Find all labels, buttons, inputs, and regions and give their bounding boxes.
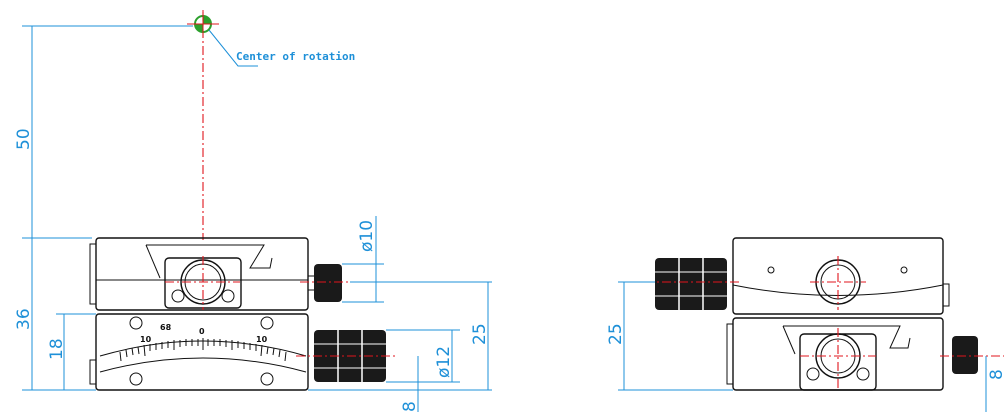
- far-right-knob: [952, 336, 978, 374]
- rotation-center-marker: [187, 10, 219, 38]
- lower-screw-br: [260, 372, 274, 386]
- right-lower-side-plate: [726, 323, 734, 385]
- lower-screw-tr: [260, 316, 274, 330]
- upper-side-knob: [314, 264, 342, 302]
- screw-left: [171, 289, 185, 303]
- lower-screw-bl: [129, 372, 143, 386]
- right-side-knob: [655, 258, 727, 310]
- scale-ticks: [119, 338, 287, 362]
- lower-stage-body: [95, 313, 309, 391]
- dim-label-dia12: ø12: [434, 346, 454, 378]
- upper-stage-body: [95, 237, 309, 311]
- scale-mark: 68: [160, 323, 172, 332]
- right-upper-body: [732, 237, 944, 315]
- right-hole-right: [900, 266, 908, 274]
- right-screw-right: [856, 367, 870, 381]
- left-view: 10 0 10 68 Center of rotation 50: [14, 10, 492, 412]
- dim-label-25-left: 25: [470, 323, 490, 345]
- scale-arc-bottom: [99, 357, 307, 373]
- right-dovetail: [783, 325, 911, 349]
- dim-label-36: 36: [14, 308, 34, 330]
- dim-label-25-right: 25: [606, 323, 626, 345]
- scale-label-right: 10: [256, 335, 268, 344]
- dim-label-dia10: ø10: [357, 220, 377, 252]
- screw-right: [221, 289, 235, 303]
- scale-label-left: 10: [140, 335, 152, 344]
- right-hole-left: [767, 266, 775, 274]
- dim-label-50: 50: [14, 128, 34, 150]
- upper-side-plate: [89, 243, 97, 305]
- lower-side-plate: [89, 359, 97, 385]
- dim-label-8-left: 8: [400, 401, 420, 412]
- lower-screw-tl: [129, 316, 143, 330]
- right-view: 25 8: [606, 237, 1004, 412]
- upper-dovetail: [146, 244, 273, 269]
- dim-label-8-right: 8: [987, 369, 1004, 380]
- upper-dovetail-left: [145, 244, 161, 279]
- scale-label-center: 0: [199, 327, 205, 336]
- right-screw-left: [806, 367, 820, 381]
- dim-label-18: 18: [47, 338, 67, 360]
- right-side-plate-top: [942, 283, 950, 307]
- rotation-leader: [208, 29, 258, 67]
- right-dovetail-left: [782, 325, 796, 355]
- rotation-note: Center of rotation: [236, 50, 355, 63]
